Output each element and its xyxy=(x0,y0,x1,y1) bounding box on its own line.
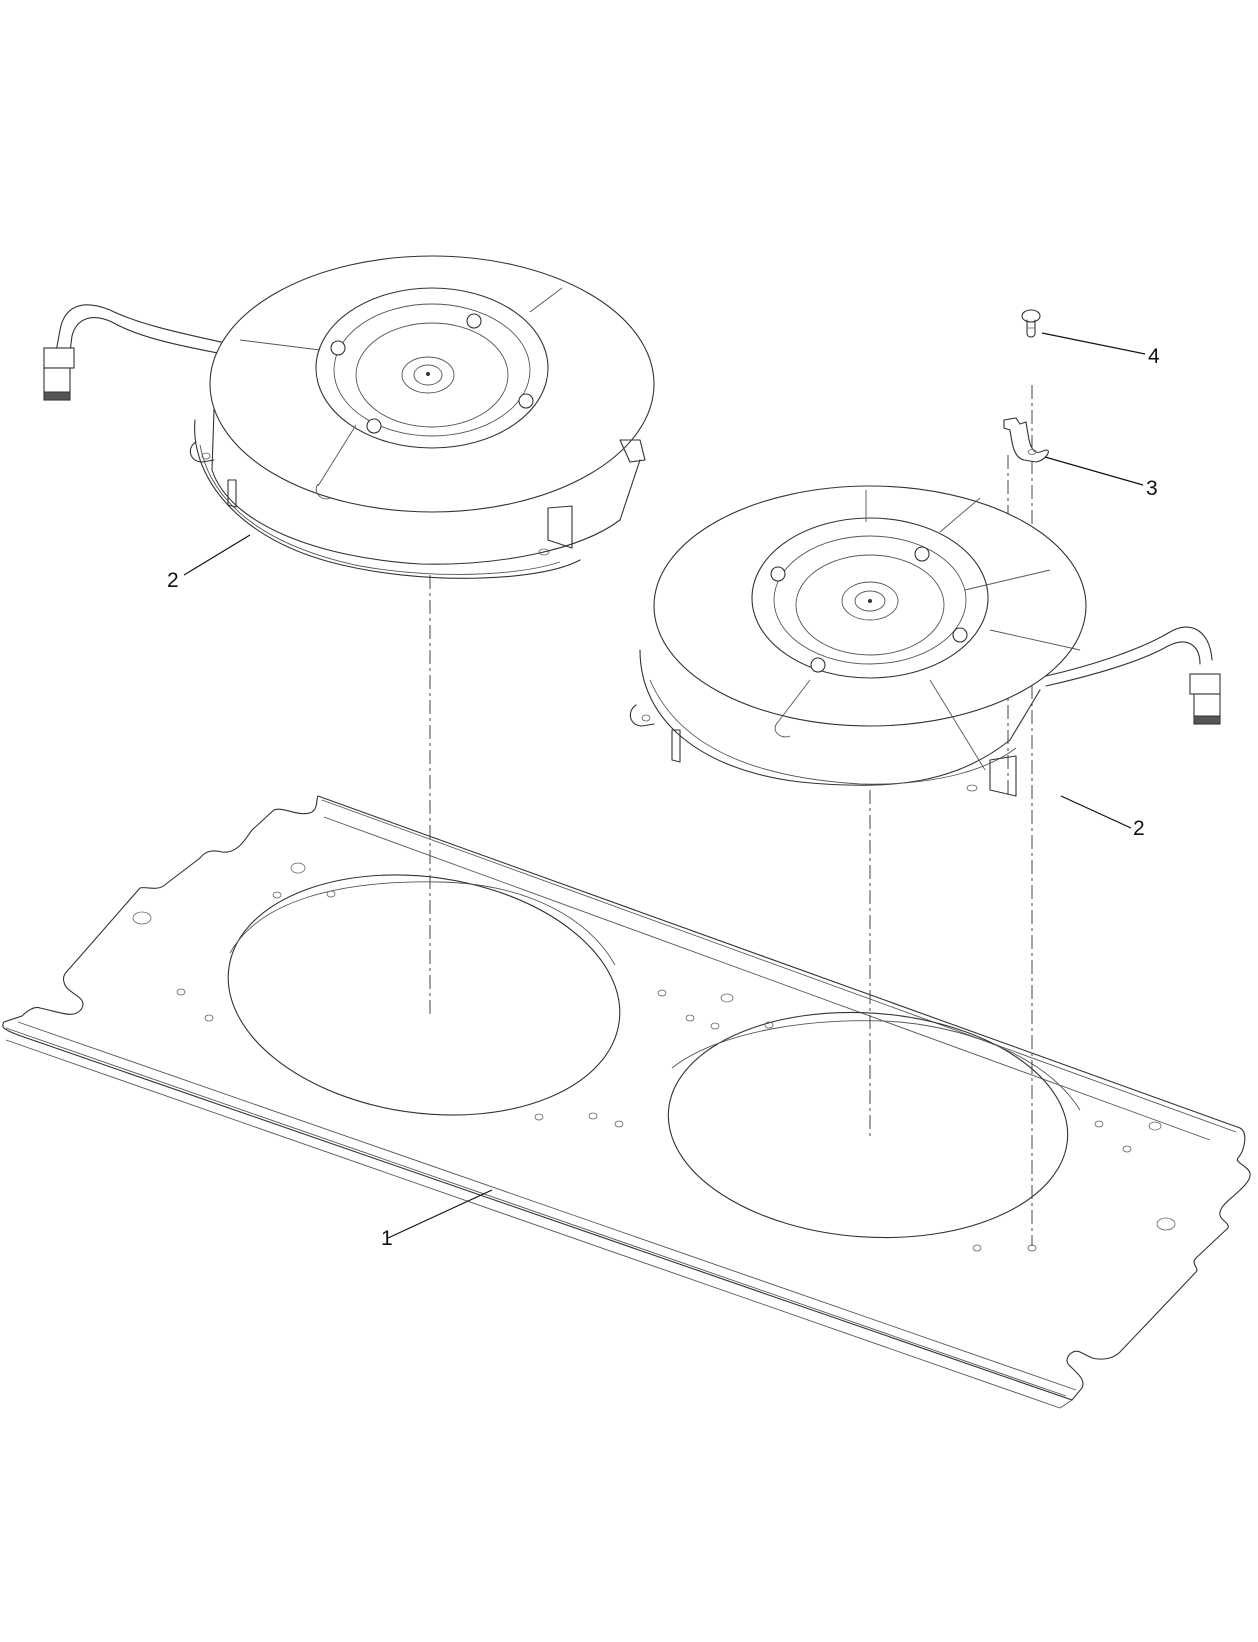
callout-label-1: 1 xyxy=(381,1227,393,1250)
mounting-holes xyxy=(132,862,1176,1252)
callout-label-2-right: 2 xyxy=(1133,817,1145,840)
connector-left xyxy=(43,347,75,401)
connector-right xyxy=(1189,673,1221,725)
callout-label-4: 4 xyxy=(1148,345,1160,368)
callout-label-2-left: 2 xyxy=(167,569,179,592)
screw xyxy=(1021,309,1041,338)
callout-leaders xyxy=(183,332,1146,1239)
fan-assembly-right xyxy=(629,485,1221,797)
cable-clip xyxy=(1003,417,1049,463)
screws-right xyxy=(770,546,968,673)
screws-left xyxy=(330,313,534,434)
mounting-plate xyxy=(2,795,1251,1409)
callout-label-3: 3 xyxy=(1146,477,1158,500)
fan-assembly-left xyxy=(43,255,655,579)
